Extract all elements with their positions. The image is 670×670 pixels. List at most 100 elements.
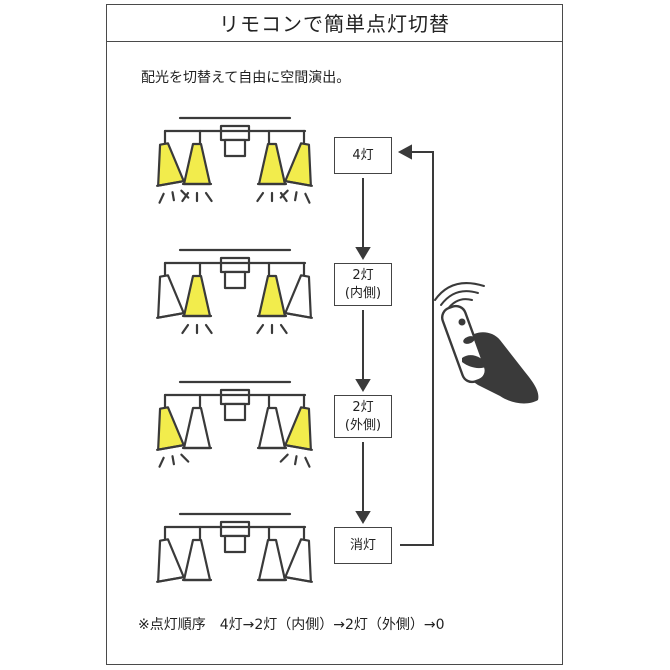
lamp-shade-icon [181,142,213,203]
shade-rim [156,179,186,187]
light-body-top [219,388,251,406]
ceiling-light-icon [156,380,313,468]
state-box-2-inner: 2灯 (内側) [334,263,392,306]
light-ray [279,323,288,335]
light-ray [180,189,190,199]
lamp-shade-icon [181,274,213,335]
state-box-2-outer: 2灯 (外側) [334,395,392,438]
lamp-shade-icon [181,406,213,450]
lamp-shade-icon [181,538,213,582]
light-body-top [219,256,251,274]
lamp-shade-icon [256,142,288,203]
arrow-head [355,379,371,392]
lit-shade [284,406,312,451]
remote-button [458,318,466,326]
return-arrow-icon [397,144,434,546]
ceiling-light-icon [156,248,313,335]
lamp-shade-icon [156,142,190,204]
light-ray [204,323,213,335]
lamp-shade-icon [256,274,288,335]
light-ray [171,191,175,202]
light-body-bottom [223,270,247,290]
light-ray [171,455,175,466]
signal-wave [440,290,479,306]
state-box-off: 消灯 [334,527,392,564]
lamp-shade-icon [156,274,186,319]
lit-shade [157,406,185,451]
subtitle: 配光を切替えて自由に空間演出。 [141,70,351,86]
lamp-shade-icon [283,274,313,319]
unlit-shade [157,274,185,319]
light-ray [294,191,298,202]
lit-shade [157,142,185,187]
remote-control-hand-icon [434,282,539,404]
unlit-shade [257,406,287,450]
light-body-top [219,520,251,538]
signal-wave [434,282,485,301]
ceiling-light-icon [156,116,313,204]
arrow-down-icon [355,178,371,260]
unlit-shade [182,538,212,582]
hand-silhouette [462,332,539,404]
unlit-shade [257,538,287,582]
lamp-shade-icon [283,538,313,583]
arrow-down-icon [355,310,371,392]
state-label: 4灯 [352,147,374,163]
light-ray [180,453,190,463]
shade-rim [156,575,186,583]
light-body-bottom [223,534,247,554]
light-ray [304,192,311,204]
shade-rim [283,311,313,319]
light-ray [304,456,311,468]
state-label: 2灯 [352,399,374,415]
shade-rim [283,443,313,451]
shade-rim [156,311,186,319]
unlit-shade [157,538,185,583]
return-path [400,151,434,546]
shade-rim [283,179,313,187]
light-ray [279,453,289,463]
ceiling-light-icon [156,512,313,583]
shade-rim [283,575,313,583]
lamp-shade-icon [256,406,288,450]
light-ray [256,323,265,335]
light-ray [279,191,288,203]
lamp-shade-icon [279,142,313,204]
lit-shade [257,142,287,186]
light-ray [181,323,190,335]
lamp-shade-icon [156,538,186,583]
state-sublabel: (外側) [344,417,382,433]
lamp-shade-icon [156,406,190,468]
arrow-down-icon [355,442,371,524]
light-ray [181,191,190,203]
return-arrow-head [397,144,412,160]
lit-shade [182,274,212,318]
state-label: 2灯 [352,267,374,283]
shade-rim [156,443,186,451]
footnote-sequence: ※点灯順序 4灯→2灯（内側）→2灯（外側）→0 [138,617,445,633]
light-body-bottom [223,402,247,422]
thumb [462,355,488,369]
unlit-shade [284,274,312,319]
light-ray [158,192,165,204]
lamp-shade-icon [279,406,313,468]
state-sublabel: (内側) [344,285,382,301]
state-box-4-lights: 4灯 [334,137,392,174]
light-ray [279,189,289,199]
page-title: リモコンで簡単点灯切替 [106,4,563,42]
light-body-bottom [223,138,247,158]
unlit-shade [182,406,212,450]
lit-shade [284,142,312,187]
light-ray [294,455,298,466]
lit-shade [257,274,287,318]
light-ray [158,456,165,468]
light-body-top [219,124,251,142]
unlit-shade [284,538,312,583]
arrow-head [355,247,371,260]
light-ray [256,191,265,203]
lit-shade [182,142,212,186]
light-ray [204,191,213,203]
lamp-shade-icon [256,538,288,582]
arrow-head [355,511,371,524]
